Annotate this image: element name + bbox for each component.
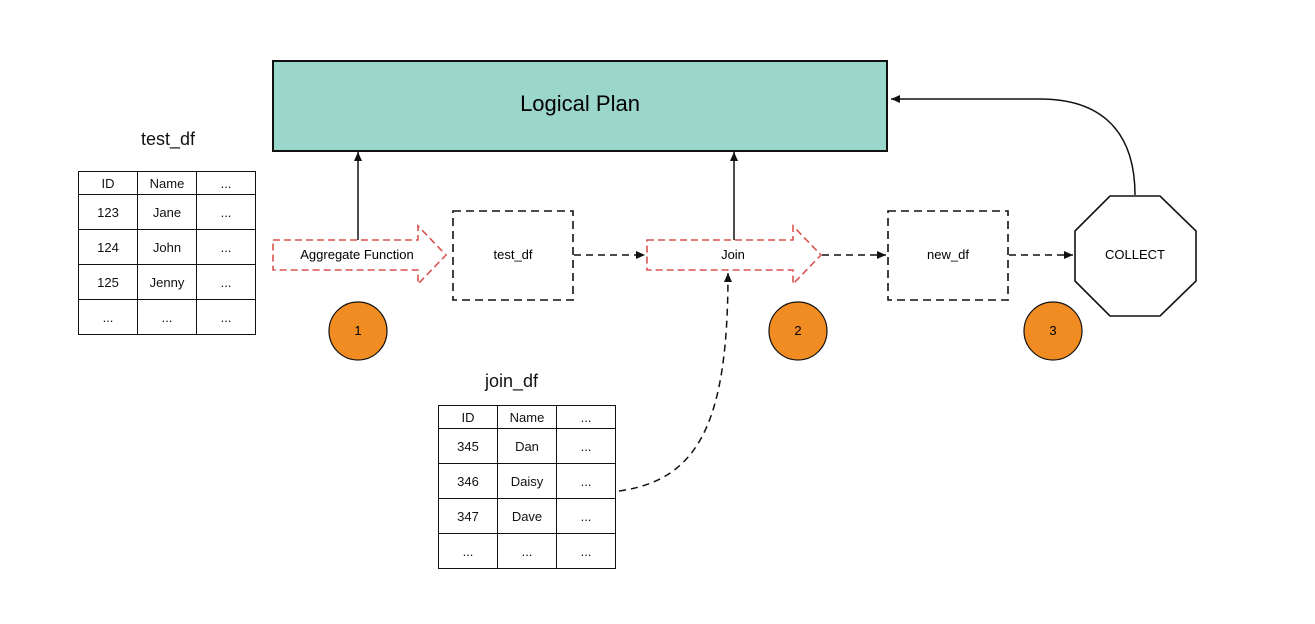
logical-plan-box: Logical Plan bbox=[272, 60, 888, 152]
header-cell-more: ... bbox=[196, 171, 256, 195]
step-3-badge: 3 bbox=[1023, 301, 1083, 361]
table-cell: ... bbox=[497, 533, 557, 569]
table-cell: 124 bbox=[78, 229, 138, 265]
table-cell: ... bbox=[556, 498, 616, 534]
table-cell: ... bbox=[196, 299, 256, 335]
table-cell: ... bbox=[78, 299, 138, 335]
step-1-circle bbox=[328, 301, 388, 361]
join-arrow-shape bbox=[646, 224, 823, 286]
table-cell: 123 bbox=[78, 194, 138, 230]
aggregate-function-arrow: Aggregate Function bbox=[272, 224, 448, 286]
table-cell: ... bbox=[196, 264, 256, 300]
test-df-node: test_df bbox=[452, 210, 574, 301]
table-cell: Jane bbox=[137, 194, 197, 230]
table-header-row: ID Name ... bbox=[78, 171, 256, 195]
table-row: 125 Jenny ... bbox=[78, 264, 256, 300]
logical-plan-label: Logical Plan bbox=[520, 91, 640, 116]
collect-label: COLLECT bbox=[1105, 247, 1165, 262]
new-df-node-label: new_df bbox=[927, 247, 969, 262]
table-row: ... ... ... bbox=[78, 299, 256, 335]
test-df-rect bbox=[452, 210, 574, 301]
table-cell: ... bbox=[556, 533, 616, 569]
test-df-table: ID Name ... 123 Jane ... 124 John ... 12… bbox=[78, 171, 256, 335]
join-df-table: ID Name ... 345 Dan ... 346 Daisy ... 34… bbox=[438, 405, 616, 569]
table-cell: ... bbox=[438, 533, 498, 569]
table-row: 124 John ... bbox=[78, 229, 256, 265]
step-2-circle bbox=[768, 301, 828, 361]
step-2-label: 2 bbox=[794, 323, 801, 338]
table-cell: ... bbox=[137, 299, 197, 335]
table-cell: ... bbox=[196, 194, 256, 230]
aggregate-arrow-shape bbox=[272, 224, 448, 286]
table-cell: Dan bbox=[497, 428, 557, 464]
table-cell: John bbox=[137, 229, 197, 265]
join-df-to-join-arrow bbox=[618, 272, 732, 492]
table-row: 347 Dave ... bbox=[438, 498, 616, 534]
table-row: ... ... ... bbox=[438, 533, 616, 569]
table-cell: ... bbox=[556, 428, 616, 464]
table-cell: 347 bbox=[438, 498, 498, 534]
header-cell-name: Name bbox=[497, 405, 557, 429]
collect-action-node: COLLECT bbox=[1074, 195, 1197, 317]
aggregate-function-label: Aggregate Function bbox=[300, 247, 413, 262]
test-df-table-title: test_df bbox=[141, 129, 196, 149]
table-row: 123 Jane ... bbox=[78, 194, 256, 230]
table-cell: ... bbox=[556, 463, 616, 499]
table-cell: 125 bbox=[78, 264, 138, 300]
header-cell-id: ID bbox=[78, 171, 138, 195]
table-cell: Dave bbox=[497, 498, 557, 534]
collect-octagon bbox=[1074, 195, 1197, 317]
header-cell-name: Name bbox=[137, 171, 197, 195]
step-2-badge: 2 bbox=[768, 301, 828, 361]
logical-plan-rect bbox=[272, 60, 888, 152]
test-df-node-label: test_df bbox=[493, 247, 532, 262]
table-cell: Daisy bbox=[497, 463, 557, 499]
join-df-table-title: join_df bbox=[485, 371, 539, 391]
step-3-circle bbox=[1023, 301, 1083, 361]
table-row: 346 Daisy ... bbox=[438, 463, 616, 499]
step-1-label: 1 bbox=[354, 323, 361, 338]
table-cell: 346 bbox=[438, 463, 498, 499]
new-df-node: new_df bbox=[887, 210, 1009, 301]
step-1-badge: 1 bbox=[328, 301, 388, 361]
table-cell: 345 bbox=[438, 428, 498, 464]
new-df-rect bbox=[887, 210, 1009, 301]
join-arrow: Join bbox=[646, 224, 823, 286]
table-cell: ... bbox=[196, 229, 256, 265]
table-header-row: ID Name ... bbox=[438, 405, 616, 429]
collect-to-plan-arrow bbox=[891, 95, 1136, 196]
header-cell-more: ... bbox=[556, 405, 616, 429]
table-cell: Jenny bbox=[137, 264, 197, 300]
header-cell-id: ID bbox=[438, 405, 498, 429]
table-row: 345 Dan ... bbox=[438, 428, 616, 464]
join-label: Join bbox=[721, 247, 745, 262]
step-3-label: 3 bbox=[1049, 323, 1056, 338]
